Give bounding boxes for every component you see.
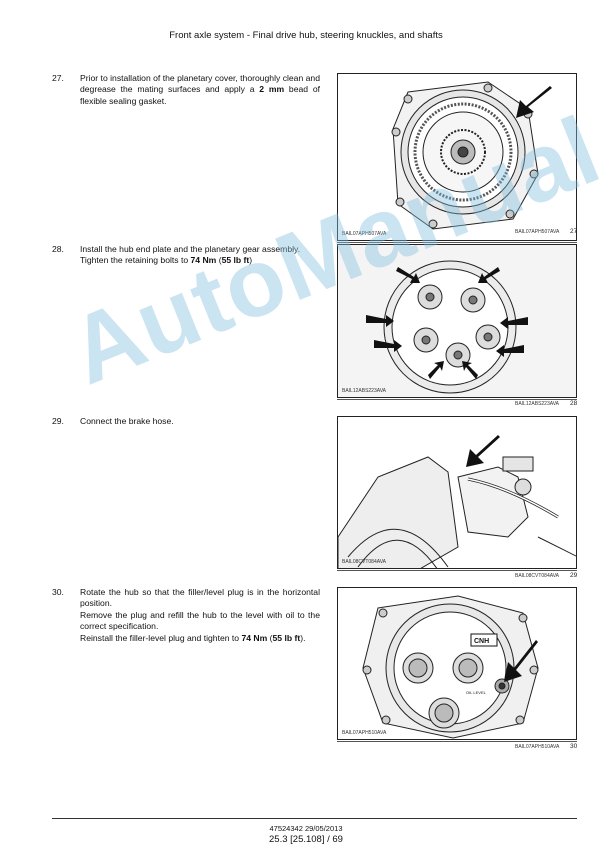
step-text-run: Prior to installation of the planetary c… bbox=[80, 73, 320, 95]
figure-rule bbox=[337, 570, 577, 571]
oil-level-label: OIL LEVEL bbox=[466, 690, 487, 695]
footer-page-number: 25.3 [25.108] / 69 bbox=[269, 834, 343, 845]
step-value: 55 lb ft bbox=[221, 255, 250, 266]
brake-hose-illustration bbox=[338, 435, 576, 568]
figure-caption: BAIL07APH510AVA bbox=[515, 744, 560, 750]
figure-27-planetary-cover: BAIL07APH507AVA bbox=[337, 73, 577, 241]
step-value: 55 lb ft bbox=[272, 632, 301, 643]
step-text-run: ) bbox=[249, 255, 253, 266]
end-plate-illustration bbox=[338, 245, 576, 397]
figure-30-filler-level-plug: CNH OIL LEVEL BAIL07APH510AVA bbox=[337, 587, 577, 740]
step-number: 30. bbox=[52, 587, 64, 597]
figure-29-brake-hose: BAIL08CVT084AVA bbox=[337, 416, 577, 569]
figure-code: BAIL07APH507AVA bbox=[342, 231, 387, 237]
step-text-run: Tighten the retaining bolts to bbox=[80, 255, 191, 266]
figure-code: BAIL07APH510AVA bbox=[342, 730, 387, 736]
step-text-run: ( bbox=[216, 255, 222, 266]
step-text-run: bead of flexible sealing gasket. bbox=[80, 84, 320, 106]
step-text-run: ( bbox=[267, 632, 273, 643]
figure-code: BAIL12ABS223AVA bbox=[342, 388, 387, 394]
step-number: 27. bbox=[52, 73, 64, 83]
figure-caption: BAIL08CVT084AVA bbox=[515, 573, 560, 579]
step-text-run: Rotate the hub so that the filler/level … bbox=[80, 587, 320, 609]
step-text: Prior to installation of the planetary c… bbox=[80, 73, 320, 107]
figure-caption: BAIL12ABS223AVA bbox=[515, 401, 560, 407]
brand-label: CNH bbox=[474, 638, 489, 645]
step-text: Install the hub end plate and the planet… bbox=[80, 244, 320, 267]
step-value: 74 Nm bbox=[190, 255, 217, 266]
figure-code: BAIL08CVT084AVA bbox=[342, 559, 387, 565]
figure-rule bbox=[337, 741, 577, 742]
figure-number: 28 bbox=[570, 400, 578, 407]
step-text-run: Connect the brake hose. bbox=[80, 416, 174, 426]
step-text-run: ). bbox=[300, 632, 306, 643]
hub-gear-illustration bbox=[391, 81, 552, 230]
footer-rule bbox=[52, 818, 577, 819]
figure-28-hub-end-plate: BAIL12ABS223AVA bbox=[337, 244, 577, 398]
step-text: Connect the brake hose. bbox=[80, 416, 320, 427]
figure-rule bbox=[337, 399, 577, 400]
figure-number: 27 bbox=[570, 228, 578, 235]
step-value: 2 mm bbox=[259, 84, 285, 95]
figure-number: 29 bbox=[570, 572, 578, 579]
step-text-run: Remove the plug and refill the hub to th… bbox=[80, 609, 320, 632]
step-text: Rotate the hub so that the filler/level … bbox=[80, 587, 320, 644]
page-header: Front axle system - Final drive hub, ste… bbox=[169, 30, 443, 41]
step-text-run: Reinstall the filler-level plug and tigh… bbox=[80, 632, 242, 643]
filler-plug-illustration: CNH OIL LEVEL bbox=[362, 595, 539, 739]
figure-number: 30 bbox=[570, 743, 578, 750]
step-number: 28. bbox=[52, 244, 64, 254]
footer-doc-id: 47524342 29/05/2013 bbox=[269, 824, 343, 833]
figure-caption: BAIL07APH507AVA bbox=[515, 229, 560, 235]
figure-rule bbox=[337, 242, 577, 243]
step-value: 74 Nm bbox=[241, 632, 268, 643]
step-number: 29. bbox=[52, 416, 64, 426]
step-text-run: Install the hub end plate and the planet… bbox=[80, 244, 301, 254]
